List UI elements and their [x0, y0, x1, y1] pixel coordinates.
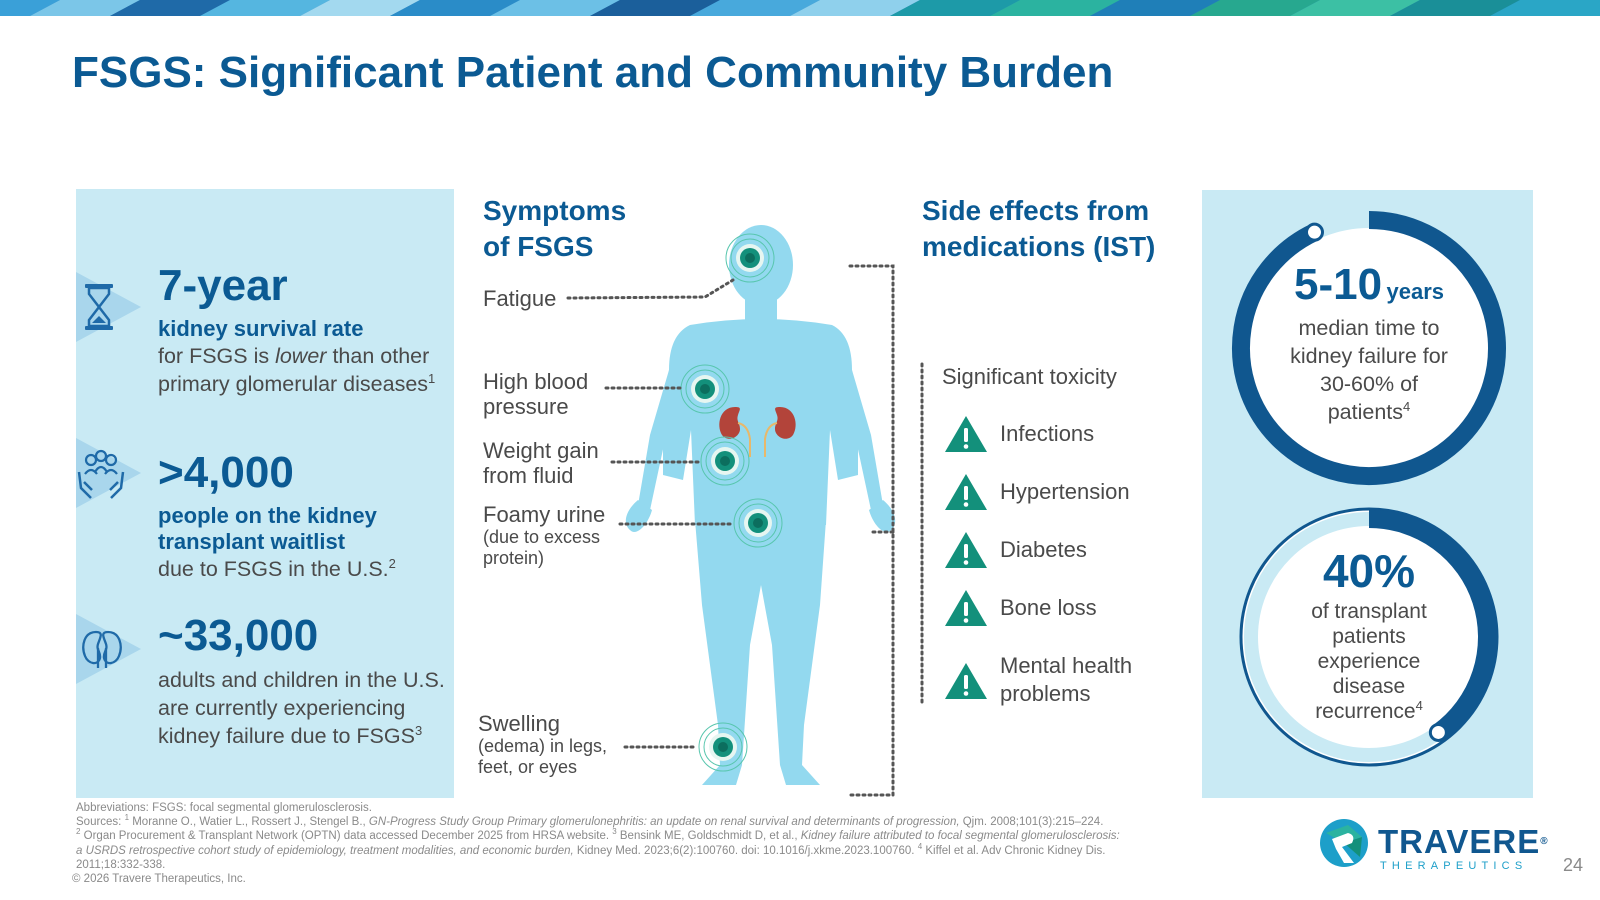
stat-survival-value: 7-year	[158, 261, 288, 310]
symptom-marker-pelvis	[733, 498, 783, 548]
stat-waitlist: >4,000 people on the kidney transplant w…	[158, 449, 448, 583]
side-effects-divider	[920, 362, 924, 707]
symptoms-heading: Symptoms of FSGS	[483, 195, 627, 262]
side-effects-heading: Side effects from medications (IST)	[922, 195, 1156, 262]
page-title: FSGS: Significant Patient and Community …	[72, 48, 1114, 97]
copyright: © 2026 Travere Therapeutics, Inc.	[72, 873, 246, 886]
leader-lines	[566, 264, 895, 797]
warning-icon	[945, 474, 987, 510]
logo-mark-icon	[1320, 819, 1368, 867]
page-number: 24	[1563, 855, 1584, 875]
symptom-marker-abdomen	[700, 436, 750, 486]
stat-survival-text: for FSGS is lower than other primary glo…	[158, 344, 436, 396]
symptom-marker-head	[725, 233, 775, 283]
stat-kidney-failure-value: ~33,000	[158, 611, 319, 660]
side-effect-bone-loss: Bone loss	[1000, 595, 1097, 620]
stats-panel	[76, 189, 454, 798]
ring-kidney-failure-text: 5-10 years median time to kidney failure…	[1290, 260, 1448, 424]
warning-icon	[945, 532, 987, 568]
symptom-high-blood-pressure: High blood pressure	[483, 369, 589, 419]
travere-logo: TRAVERE® THERAPEUTICS	[1318, 817, 1548, 877]
side-effect-infections: Infections	[1000, 421, 1095, 446]
ring-recurrence	[1239, 507, 1499, 767]
symptom-swelling: Swelling (edema) in legs, feet, or eyes	[478, 711, 608, 777]
side-effect-diabetes: Diabetes	[1000, 537, 1087, 562]
symptom-foamy-urine: Foamy urine (due to excess protein)	[483, 502, 606, 568]
ring-recurrence-text: 40% of transplant patients experience di…	[1311, 545, 1427, 723]
stat-survival: 7-year kidney survival rate for FSGS is …	[158, 262, 448, 398]
hourglass-icon	[76, 272, 146, 342]
warning-icon	[945, 590, 987, 626]
ring-kidney-failure-time	[1232, 211, 1506, 485]
stat-survival-label: kidney survival rate	[158, 316, 364, 341]
symptom-weight-gain: Weight gain from fluid	[483, 438, 599, 488]
stat-kidney-failure-text: adults and children in the U.S. are curr…	[158, 668, 445, 748]
decorative-banner	[0, 0, 1600, 16]
symptom-fatigue: Fatigue	[483, 286, 557, 311]
side-effects-intro: Significant toxicity	[942, 364, 1117, 389]
stat-waitlist-value: >4,000	[158, 448, 294, 497]
abbreviations: Abbreviations: FSGS: focal segmental glo…	[76, 802, 372, 814]
logo-tagline: THERAPEUTICS	[1380, 860, 1528, 872]
symptom-marker-leg	[698, 722, 748, 772]
kidneys-icon	[76, 614, 146, 684]
stat-kidney-failure: ~33,000 adults and children in the U.S. …	[158, 612, 448, 750]
sources: Sources: 1 Moranne O., Watier L., Rosser…	[76, 813, 1104, 829]
hands-people-icon	[76, 438, 146, 508]
side-effect-mental-health: Mental health problems	[1000, 653, 1133, 706]
stat-waitlist-label: people on the kidney transplant waitlist	[158, 503, 377, 554]
warning-icon	[945, 663, 987, 699]
human-body-figure	[625, 225, 896, 785]
footnotes: Abbreviations: FSGS: focal segmental glo…	[72, 801, 1316, 886]
logo-wordmark: TRAVERE®	[1378, 823, 1549, 860]
stat-waitlist-text: due to FSGS in the U.S.2	[158, 555, 396, 581]
warning-icon	[945, 416, 987, 452]
side-effect-hypertension: Hypertension	[1000, 479, 1130, 504]
